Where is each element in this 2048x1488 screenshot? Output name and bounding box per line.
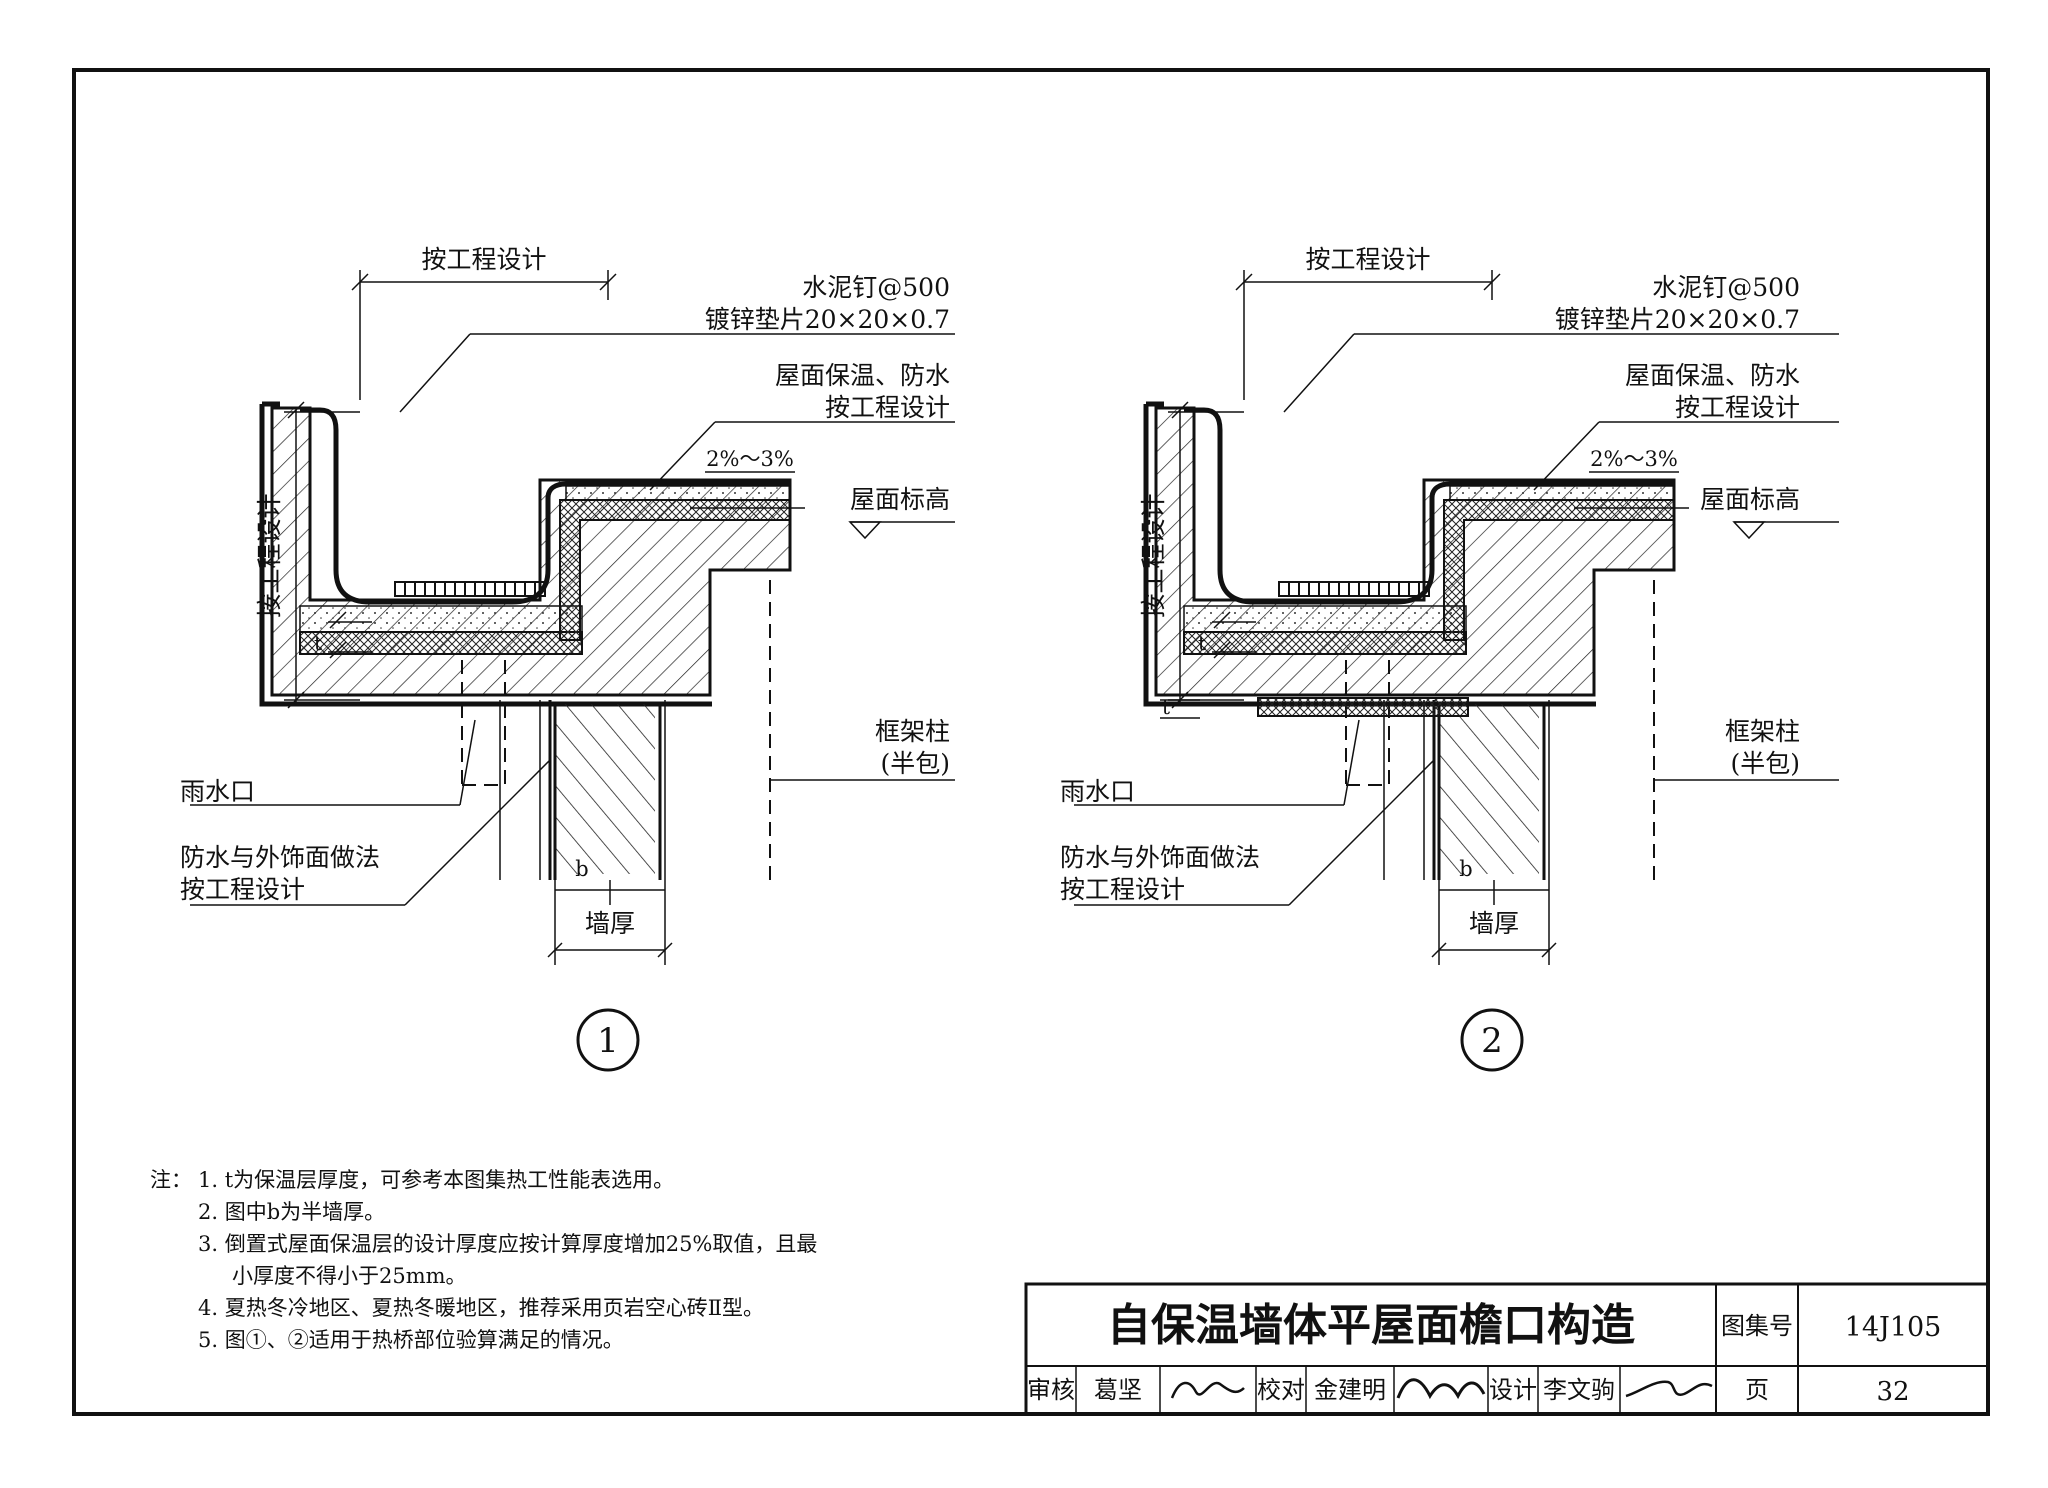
note-1: 注：1. t为保温层厚度，可参考本图集热工性能表选用。	[150, 1164, 817, 1196]
reviewer-name: 葛坚	[1094, 1376, 1142, 1404]
signature-designer	[1625, 1380, 1713, 1398]
d2-slope: 2%～3%	[1590, 447, 1678, 471]
d1-column-line2: (半包)	[880, 749, 950, 778]
d1-nail-line1: 水泥钉@500	[802, 273, 950, 302]
d2-finish-line1: 防水与外饰面做法	[1060, 843, 1260, 872]
detail-2-graphics	[1074, 270, 1839, 1070]
detail-1-graphics	[190, 270, 955, 1070]
d1-wall-thickness: 墙厚	[585, 909, 635, 938]
d2-nail-line1: 水泥钉@500	[1652, 273, 1800, 302]
d2-column-line1: 框架柱	[1725, 717, 1800, 746]
d1-column-line1: 框架柱	[875, 717, 950, 746]
sheet-title: 自保温墙体平屋面檐口构造	[1107, 1300, 1635, 1351]
note-3-cont: 小厚度不得小于25mm。	[232, 1264, 467, 1288]
d1-b-label: b	[575, 857, 588, 881]
d2-roof-line1: 屋面保温、防水	[1625, 361, 1800, 390]
note-3: 3. 倒置式屋面保温层的设计厚度应按计算厚度增加25%取值，且最	[198, 1232, 818, 1256]
review-label: 审核	[1027, 1376, 1075, 1404]
d1-figure-number: 1	[597, 1021, 619, 1061]
d2-drain: 雨水口	[1060, 777, 1135, 806]
d2-t-label1: t	[1198, 631, 1206, 655]
d2-column-line2: (半包)	[1730, 749, 1800, 778]
d2-nail-line2: 镀锌垫片20×20×0.7	[1555, 305, 1800, 334]
d2-wall-thickness: 墙厚	[1469, 909, 1519, 938]
d1-finish-line1: 防水与外饰面做法	[180, 843, 380, 872]
d2-dim-left: 按工程设计	[1139, 493, 1168, 618]
note-2: 2. 图中b为半墙厚。	[198, 1200, 386, 1224]
d1-roof-line2: 按工程设计	[825, 393, 950, 422]
d2-finish-line2: 按工程设计	[1060, 875, 1185, 904]
signature-reviewer	[1170, 1381, 1245, 1399]
d1-nail-line2: 镀锌垫片20×20×0.7	[705, 305, 950, 334]
notes-block: 注：1. t为保温层厚度，可参考本图集热工性能表选用。 2. 图中b为半墙厚。 …	[150, 1164, 817, 1356]
designer-name: 李文驹	[1543, 1376, 1615, 1404]
detail-2-t2-ticks	[1160, 699, 1200, 719]
d2-dim-top: 按工程设计	[1305, 245, 1430, 274]
atlas-label: 图集号	[1721, 1312, 1793, 1340]
detail-2-base-insulation	[1257, 697, 1469, 717]
d1-t-label: t	[314, 631, 322, 655]
d1-dim-top: 按工程设计	[421, 245, 546, 274]
page-label: 页	[1745, 1376, 1769, 1404]
check-label: 校对	[1257, 1376, 1305, 1404]
signature-checker	[1396, 1378, 1486, 1400]
page-number: 32	[1876, 1377, 1909, 1407]
note-4: 4. 夏热冬冷地区、夏热冬暖地区，推荐采用页岩空心砖Ⅱ型。	[198, 1296, 764, 1320]
design-label: 设计	[1489, 1376, 1537, 1404]
atlas-number: 14J105	[1845, 1312, 1942, 1343]
d1-dim-left: 按工程设计	[255, 493, 284, 618]
d1-drain: 雨水口	[180, 777, 255, 806]
d1-slope: 2%～3%	[706, 447, 794, 471]
d2-figure-number: 2	[1481, 1021, 1503, 1061]
d1-finish-line2: 按工程设计	[180, 875, 305, 904]
note-5: 5. 图①、②适用于热桥部位验算满足的情况。	[198, 1328, 624, 1352]
d1-roof-line1: 屋面保温、防水	[775, 361, 950, 390]
d2-t-label2: t	[1162, 695, 1170, 719]
d2-b-label: b	[1459, 857, 1472, 881]
checker-name: 金建明	[1314, 1376, 1386, 1404]
d1-roof-elevation: 屋面标高	[850, 485, 950, 514]
title-block	[1024, 1282, 1990, 1416]
d2-roof-line2: 按工程设计	[1675, 393, 1800, 422]
notes-prefix: 注：	[150, 1168, 192, 1192]
d2-roof-elevation: 屋面标高	[1700, 485, 1800, 514]
